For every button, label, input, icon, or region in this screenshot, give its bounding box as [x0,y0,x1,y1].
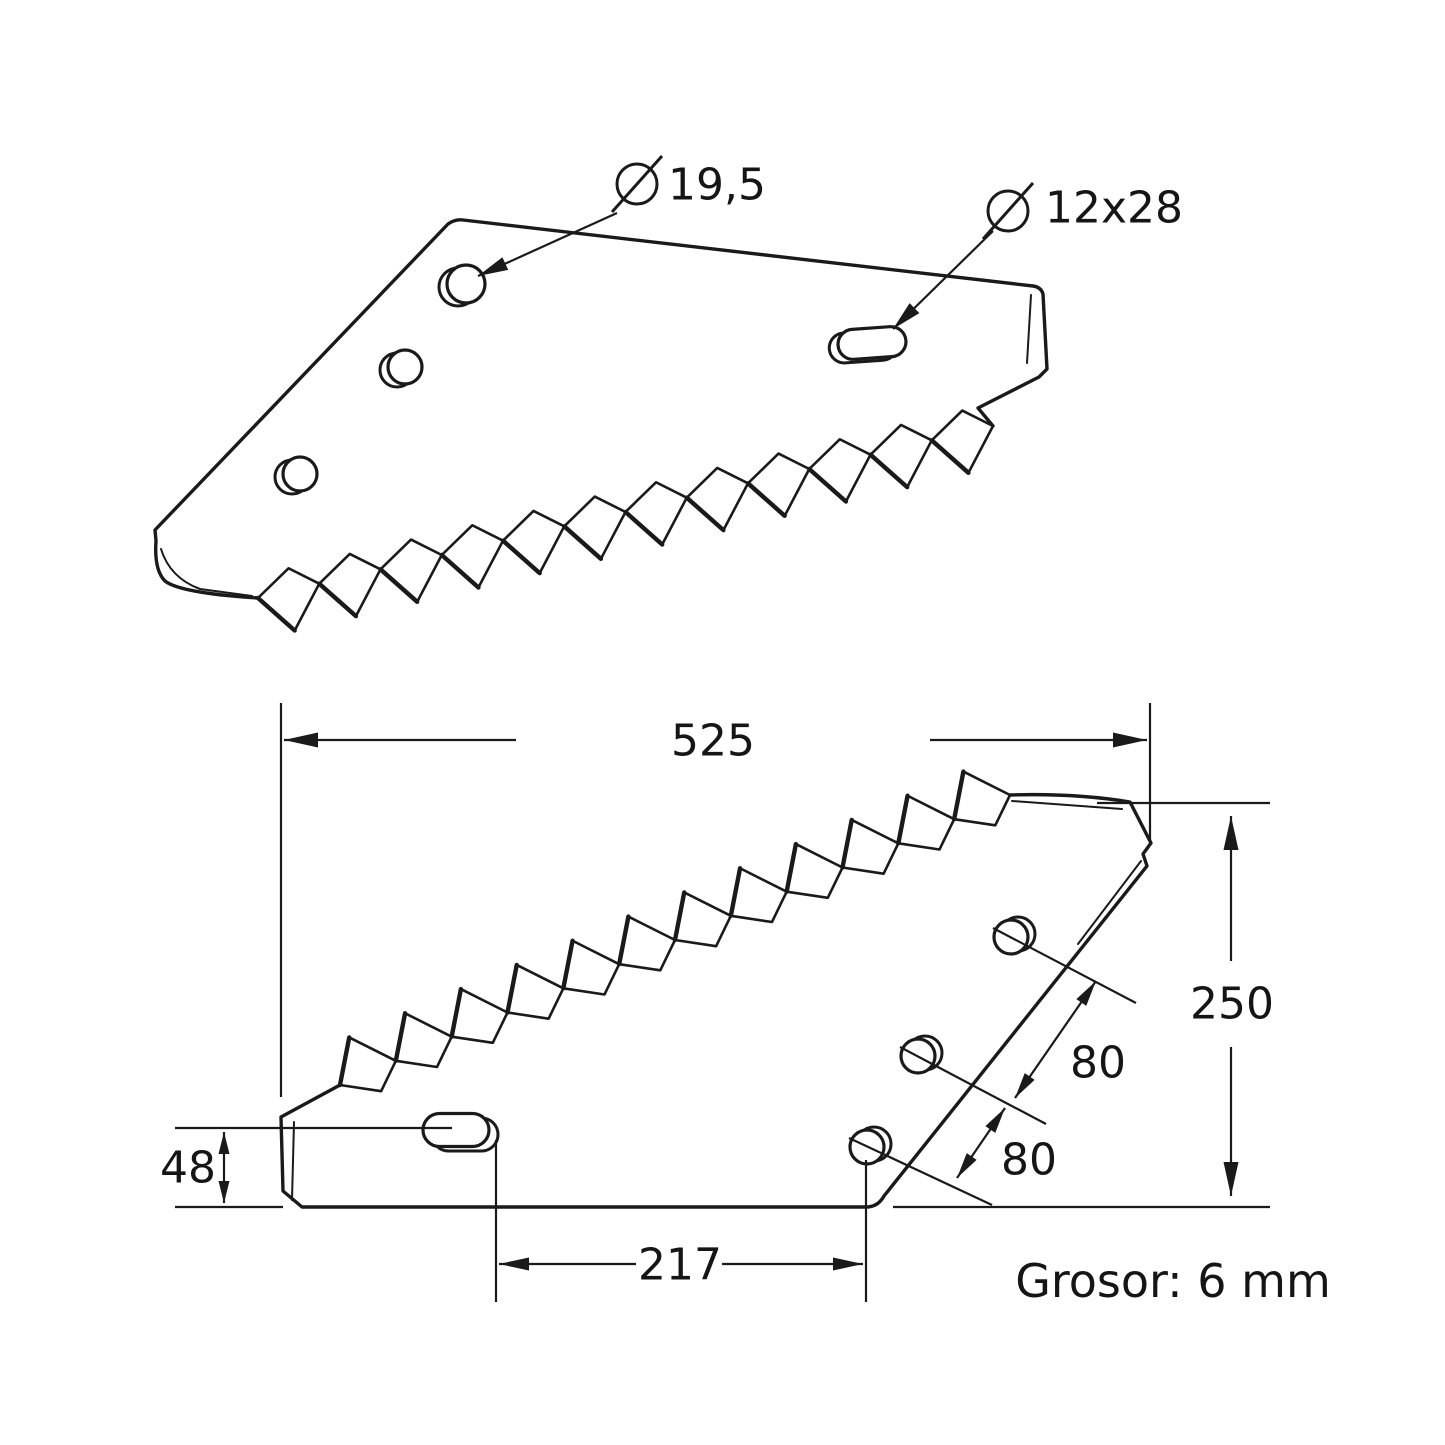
dimension-foot-height: 48 [160,1126,452,1209]
mounting-slot-perspective [827,325,908,365]
tooth-shadow-edge [449,986,464,1039]
tooth-shadow-edge [393,1011,408,1064]
arrowhead-icon [1223,1162,1239,1196]
diameter-icon [986,189,1030,233]
right-edge-thickness-line [1026,294,1032,364]
tooth-shadow-edge [505,962,519,1015]
tooth-shadow-edge [951,769,966,822]
tooth-shadow-edge [784,841,799,894]
front-view [279,769,1153,1209]
dimension-height: 250 [893,801,1274,1209]
tooth-shadow-edge [807,466,849,504]
tooth-shadow-edge [378,567,420,605]
arrowhead-icon [833,1257,863,1271]
tooth-shadow-edge [255,595,297,633]
dimension-hole-spacing-a-label: 80 [1070,1038,1126,1089]
tooth-shadow-edge [840,817,854,870]
dimension-width: 525 [279,703,1152,1097]
callout-slot-label: 12x28 [1045,183,1183,234]
serrated-edge-perspective [255,409,995,633]
arrowhead-icon [1015,1073,1035,1098]
thickness-note: Grosor: 6 mm [1015,1254,1331,1308]
blade-body-perspective [153,218,1049,600]
tooth-shadow-edge [317,581,359,619]
left-edge-thickness-line [291,1121,295,1201]
diameter-icon-slash [981,182,1035,240]
bolt-hole-middle [378,348,424,389]
dimension-hole-spacing-b-label: 80 [1001,1135,1057,1186]
dimension-foot-height-label: 48 [160,1143,216,1194]
tooth-shadow-edge [562,524,604,562]
diameter-icon [615,162,659,206]
tooth-shadow-edge [561,938,575,991]
bolt-hole-lower [273,455,319,496]
arrowhead-icon [499,1257,529,1271]
arrowhead-icon [1223,816,1239,850]
tooth-shadow-edge [672,890,687,943]
tooth-shadow-edge [745,481,787,519]
bolt-hole [445,263,487,305]
bolt-hole-top [992,915,1037,956]
slot [421,1111,491,1149]
dimension-annotations: 525 250 48 217 [160,257,1331,1308]
arrowhead-icon [478,257,509,276]
tooth-shadow-edge [929,438,971,476]
bolt-hole [386,348,424,386]
tooth-shadow-edge [684,495,726,533]
tooth-shadow-edge [728,866,743,919]
callout-hole-label: 19,5 [668,160,766,211]
mounting-slot-front [421,1111,500,1153]
blade-body-front [279,792,1153,1209]
dimension-slot-to-hole-label: 217 [638,1240,722,1291]
heel-bevel-line [1077,860,1142,945]
dimension-slot-to-hole: 217 [494,1140,868,1302]
arrowhead-icon [893,303,920,329]
dimension-height-label: 250 [1190,979,1274,1030]
bolt-hole-large [437,263,487,308]
tooth-shadow-edge [500,538,542,576]
arrowhead-icon [1076,981,1096,1006]
arrowhead-icon [284,732,318,748]
bolt-hole-mid [899,1034,944,1075]
bolt-hole-bottom [848,1125,893,1166]
arrowhead-icon [218,1132,230,1154]
perspective-view: 19,5 12x28 [153,155,1183,633]
tooth-shadow-edge [896,793,910,846]
top-edge-thickness-line [1011,800,1123,810]
arrowhead-icon [985,1108,1005,1133]
arrowhead-icon [218,1181,230,1203]
diameter-icon-slash [610,155,664,213]
tooth-shadow-edge [439,552,481,590]
tooth-shadow-edge [337,1035,352,1088]
callout-hole-diameter: 19,5 [477,155,766,278]
serrated-edge-front [337,769,1012,1093]
tooth-shadow-edge [623,509,665,547]
arrowhead-icon [957,1153,977,1178]
arrowhead-icon [1113,732,1147,748]
tooth-shadow-edge [616,914,631,967]
tooth-shadow-edge [868,452,910,490]
bolt-hole [281,455,319,493]
edge-thickness-line [160,548,253,597]
slot [836,325,908,361]
dimension-width-label: 525 [671,716,755,767]
dimension-arrowheads [218,257,1239,1271]
